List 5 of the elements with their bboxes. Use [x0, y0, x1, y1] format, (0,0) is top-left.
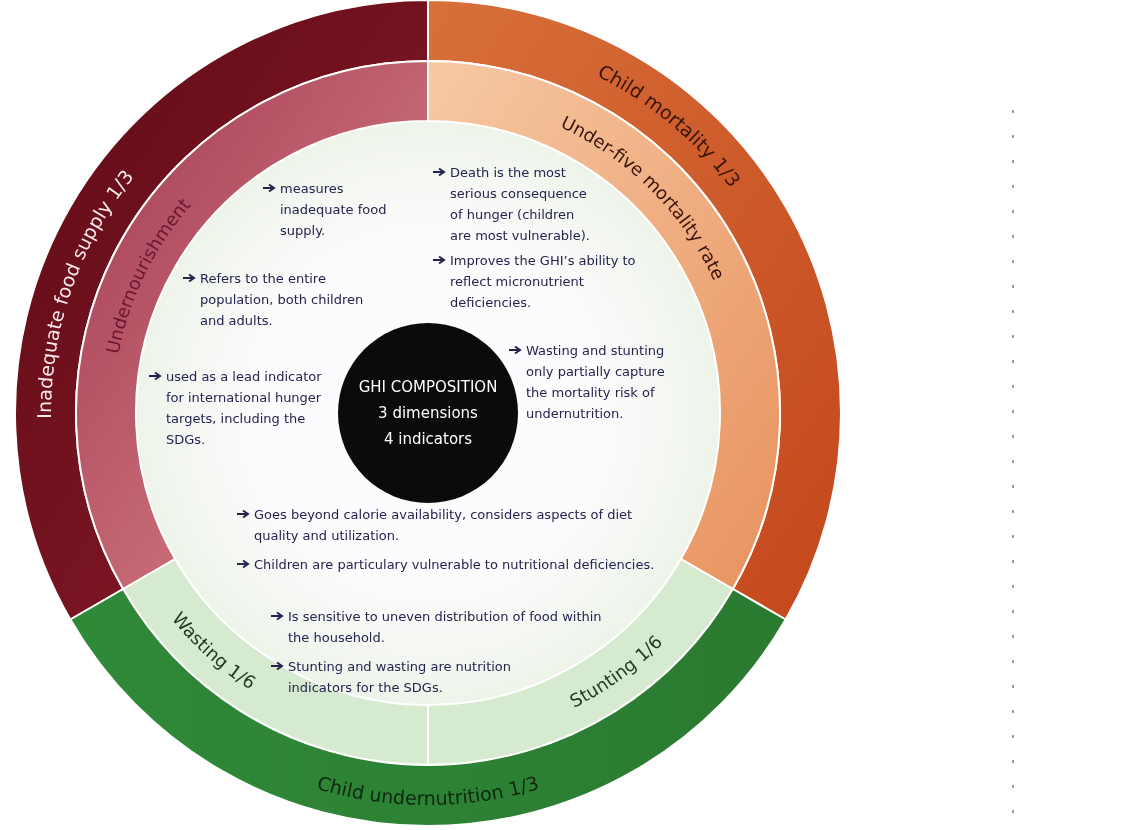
- note-text: Wasting and stunting only partially capture the mortality risk of undernutrition.: [526, 342, 666, 423]
- note-text: used as a lead indicator for international hunger targets, including the SDGs.: [166, 368, 323, 449]
- note-text: Improves the GHI’s ability to reflect micronutrient deficiencies.: [450, 252, 637, 312]
- note-text: measures inadequate food supply.: [280, 180, 388, 240]
- note-text: Refers to the entire population, both children and adults.: [200, 270, 365, 330]
